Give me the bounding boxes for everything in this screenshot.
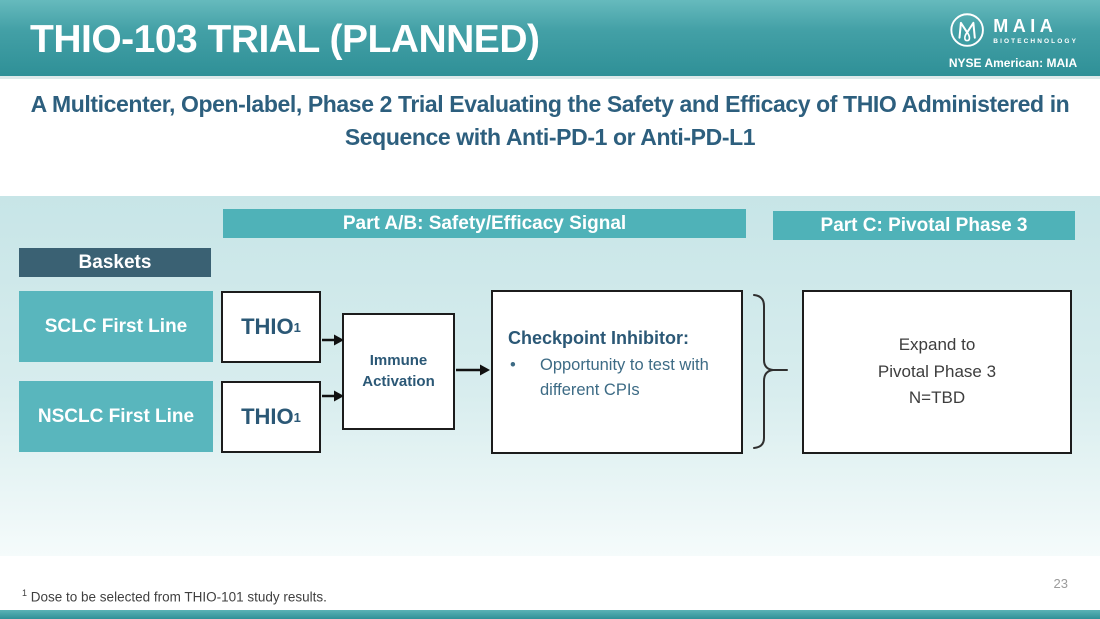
thio-footnote-marker: 1 xyxy=(293,319,301,335)
footnote-marker: 1 xyxy=(22,588,28,598)
brand-text: MAIA BIOTECHNOLOGY xyxy=(993,17,1078,45)
basket-nsclc: NSCLC First Line xyxy=(19,381,213,452)
slide-title: THIO-103 TRIAL (PLANNED) xyxy=(30,18,540,61)
checkpoint-bullet-text: Opportunity to test with different CPIs xyxy=(540,355,709,399)
part-c-banner: Part C: Pivotal Phase 3 xyxy=(773,211,1075,240)
expand-line-3: N=TBD xyxy=(908,388,966,408)
checkpoint-inhibitor-box: Checkpoint Inhibitor: • Opportunity to t… xyxy=(491,290,743,454)
header-bar: THIO-103 TRIAL (PLANNED) MAIA BIOTECHNOL… xyxy=(0,0,1100,79)
brand-subtitle: BIOTECHNOLOGY xyxy=(993,37,1078,45)
bottom-accent-bar xyxy=(0,610,1100,619)
brand-row: MAIA BIOTECHNOLOGY xyxy=(948,10,1078,52)
thio-label: THIO xyxy=(241,314,294,339)
immune-activation-box: Immune Activation xyxy=(342,313,455,430)
maia-logo-icon xyxy=(950,13,984,47)
checkpoint-bullet: • Opportunity to test with different CPI… xyxy=(508,353,731,403)
part-ab-banner: Part A/B: Safety/Efficacy Signal xyxy=(223,209,746,238)
page-number: 23 xyxy=(1053,576,1068,591)
slide-subtitle: A Multicenter, Open-label, Phase 2 Trial… xyxy=(30,91,1070,151)
footnote-text: Dose to be selected from THIO-101 study … xyxy=(27,589,327,605)
ticker-label: NYSE American: MAIA xyxy=(948,56,1078,70)
pivotal-phase3-box: Expand to Pivotal Phase 3 N=TBD xyxy=(802,290,1072,454)
brand-name: MAIA xyxy=(993,16,1058,37)
bullet-icon: • xyxy=(510,355,516,374)
thio-footnote-marker: 1 xyxy=(293,409,301,425)
expand-line-1: Expand to xyxy=(898,335,976,355)
basket-sclc: SCLC First Line xyxy=(19,291,213,362)
thio-label: THIO xyxy=(241,404,294,429)
brand-block: MAIA BIOTECHNOLOGY NYSE American: MAIA xyxy=(948,10,1078,70)
expand-line-2: Pivotal Phase 3 xyxy=(877,361,997,381)
checkpoint-title: Checkpoint Inhibitor: xyxy=(508,327,689,348)
footnote: 1 Dose to be selected from THIO-101 stud… xyxy=(22,588,327,605)
baskets-header: Baskets xyxy=(19,248,211,277)
